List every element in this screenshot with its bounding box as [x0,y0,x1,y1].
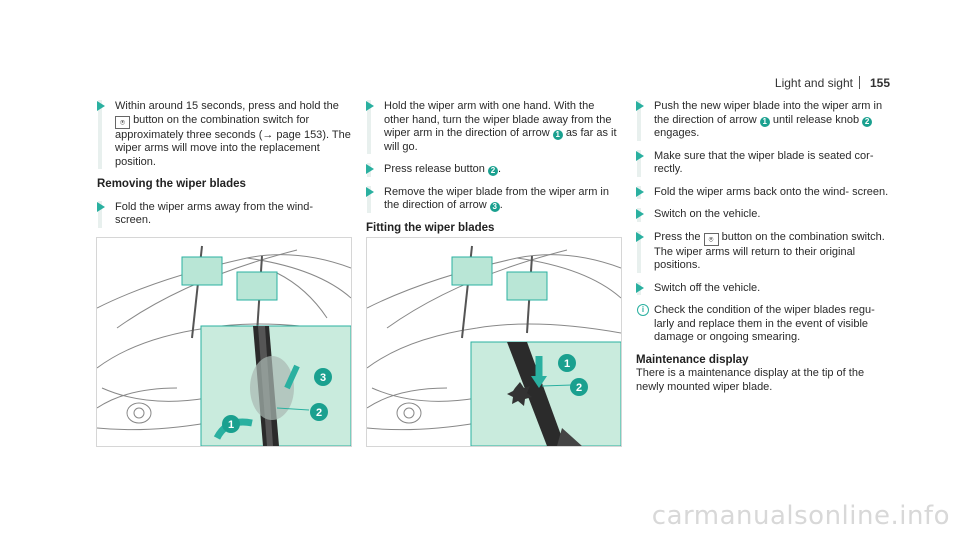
step-arrow-icon [636,150,644,161]
step-arrow-icon [97,201,105,212]
marker-2 [570,378,588,396]
column-2: Hold the wiper arm with one hand. With t… [366,100,621,244]
marker-1 [558,354,576,372]
step-arrow-icon [636,101,644,111]
marker-1 [222,415,240,433]
figure-removing-wiper: 1 3 2 [96,237,352,447]
step-text: Press the [654,230,701,243]
highlight-box [181,256,223,286]
step-text: Switch off the vehicle. [654,281,761,294]
page-ref-arrow-icon: → [262,128,274,141]
instruction-step: Fold the wiper arms back onto the wind- … [636,185,891,200]
marker-1: 1 [552,130,563,140]
wiper-switch-icon: ⍟ [115,115,130,129]
section-heading-removing: Removing the wiper blades [97,178,246,190]
instruction-step: Remove the wiper blade from the wiper ar… [366,185,621,213]
click-icon [507,382,532,406]
page-header: Light and sight 155 [775,76,890,90]
instruction-step: Push the new wiper blade into the wiper … [636,100,891,141]
marker-3: 3 [489,202,500,212]
highlight-box [236,271,278,301]
instruction-step: Within around 15 seconds, press and hold… [97,100,352,169]
marker-1: 1 [759,116,770,127]
figure-fitting-wiper: 1 2 [366,237,622,447]
step-text: as far as it will go. [384,127,617,153]
car-illustration-removing: 1 3 2 [97,245,351,446]
wiper-switch-icon: ⍟ [703,232,719,246]
step-text: ). The wiper arms will move into the rep… [115,128,351,168]
marker-label: 2 [316,407,322,419]
instruction-step: Press release button 2. [366,163,621,177]
page-reference-link[interactable]: page 153 [276,128,323,141]
step-arrow-icon [97,101,105,111]
marker-label: 2 [576,382,582,394]
highlight-box [506,271,548,301]
info-note: i Check the condition of the wiper blade… [636,304,891,345]
step-arrow-icon [366,186,374,197]
arrow-down-icon [531,376,547,388]
highlight-box [451,256,493,286]
step-text: until release knob [772,113,860,126]
step-text: Press release button [384,163,485,175]
step-arrow-icon [636,209,644,219]
marker-3 [314,368,332,386]
column-3: Push the new wiper blade into the wiper … [636,100,891,394]
marker-2: 2 [487,166,498,176]
car-illustration-fitting: 1 2 [367,245,621,446]
marker-label: 3 [320,372,326,384]
step-text: Push the new wiper blade into the wiper … [654,100,883,126]
instruction-step: Fold the wiper arms away from the wind- … [97,200,352,228]
instruction-step: Make sure that the wiper blade is seated… [636,149,891,177]
step-arrow-icon [366,101,374,111]
section-title: Light and sight [774,76,853,90]
column-1: Within around 15 seconds, press and hold… [97,100,352,237]
header-divider [858,76,860,89]
section-heading-fitting: Fitting the wiper blades [366,221,495,234]
instruction-step: Hold the wiper arm with one hand. With t… [366,100,621,154]
step-text: Make sure that the wiper blade is seated… [654,149,874,176]
marker-label: 1 [228,419,234,431]
marker-label: 1 [564,358,570,370]
page-number: 155 [869,76,890,90]
instruction-step: Press the ⍟ button on the combination sw… [636,230,891,273]
step-text: button on the combination switch for app… [115,113,310,141]
marker-2: 2 [862,116,873,127]
maintenance-text: There is a maintenance display at the ti… [636,367,865,393]
marker-2 [310,403,328,421]
instruction-step: Switch on the vehicle. [636,208,891,222]
step-arrow-icon [366,164,374,174]
instruction-step: Switch off the vehicle. [636,281,891,296]
step-arrow-icon [636,231,644,242]
step-text: Fold the wiper arms back onto the wind- … [654,185,889,198]
step-text: Within around 15 seconds, press and hold… [115,100,339,112]
step-text: Remove the wiper blade from the wiper ar… [384,185,609,212]
step-text: engages. [654,127,700,139]
step-text: . [499,199,503,211]
step-arrow-icon [636,282,644,293]
info-icon: i [637,304,649,316]
step-text: button on the combination switch. The wi… [654,230,885,272]
watermark: carmanualsonline.info [651,501,950,531]
arrow-up-icon [284,364,300,390]
section-heading-maintenance: Maintenance display [636,353,749,366]
step-text: Switch on the vehicle. [654,208,761,220]
step-arrow-icon [636,186,644,197]
step-text: Fold the wiper arms away from the wind- … [115,200,314,227]
step-text: . [497,163,502,175]
note-text: Check the condition of the wiper blades … [654,304,875,343]
step-text: Hold the wiper arm with one hand. With t… [384,100,612,139]
